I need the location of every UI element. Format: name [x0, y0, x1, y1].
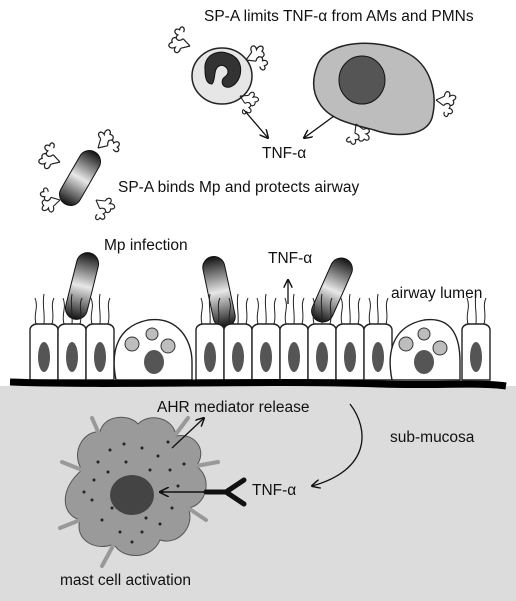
- arrow-macrophage-to-tnf: [304, 115, 335, 138]
- arrow-tnf-to-mast-cell: [312, 403, 363, 486]
- spa-bound-mycoplasma-icon: [36, 125, 125, 224]
- tnf-receptor-icon: [203, 477, 247, 507]
- alveolar-macrophage-icon: [313, 42, 458, 148]
- mp-infection-label: Mp infection: [104, 237, 188, 254]
- ahr-release-label: AHR mediator release: [157, 399, 310, 416]
- goblet-cell-icon: [389, 318, 461, 381]
- tnf-bottom-label: TNF-α: [252, 482, 297, 499]
- tnf-middle-label: TNF-α: [268, 250, 313, 267]
- arrow-mast-to-ahr: [171, 418, 204, 449]
- mast-cell-label: mast cell activation: [60, 572, 191, 589]
- arrow-neutrophil-to-tnf: [243, 109, 268, 138]
- goblet-cell-icon: [113, 318, 193, 381]
- mast-cell-icon: [58, 416, 220, 568]
- sub-mucosa-label: sub-mucosa: [390, 429, 475, 446]
- top-title-label: SP-A limits TNF-α from AMs and PMNs: [204, 8, 474, 25]
- airway-epithelium: [29, 293, 491, 381]
- neutrophil-icon: [166, 24, 271, 118]
- tnf-top-label: TNF-α: [262, 145, 307, 162]
- spa-binds-label: SP-A binds Mp and protects airway: [118, 179, 360, 196]
- airway-lumen-label: airway lumen: [391, 285, 483, 302]
- basement-membrane: [9, 378, 507, 390]
